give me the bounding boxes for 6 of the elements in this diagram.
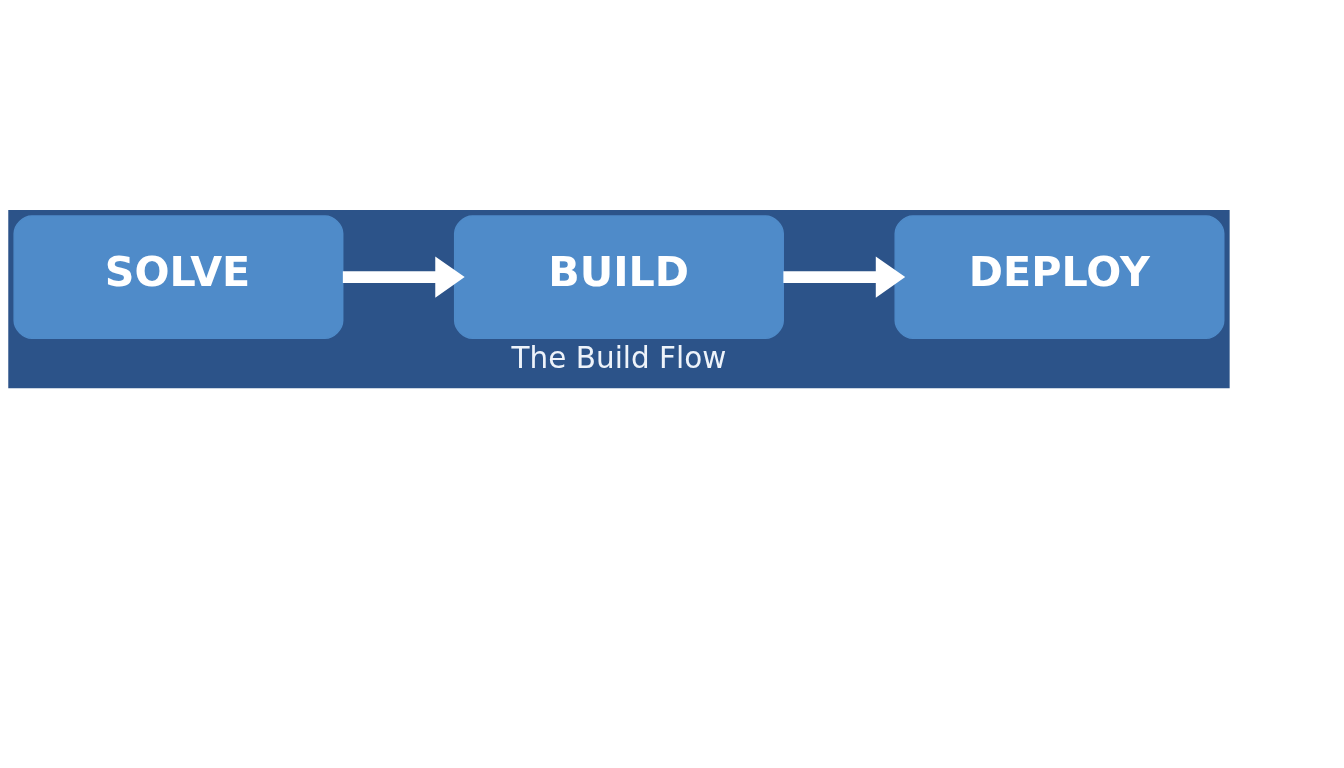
caption: The Build Flow <box>511 340 727 375</box>
node-box: DEPLOY <box>894 215 1225 339</box>
node-box: SOLVE <box>13 215 344 339</box>
arrow <box>783 256 906 298</box>
node-box: BUILD <box>453 215 784 339</box>
arrow <box>342 256 465 298</box>
